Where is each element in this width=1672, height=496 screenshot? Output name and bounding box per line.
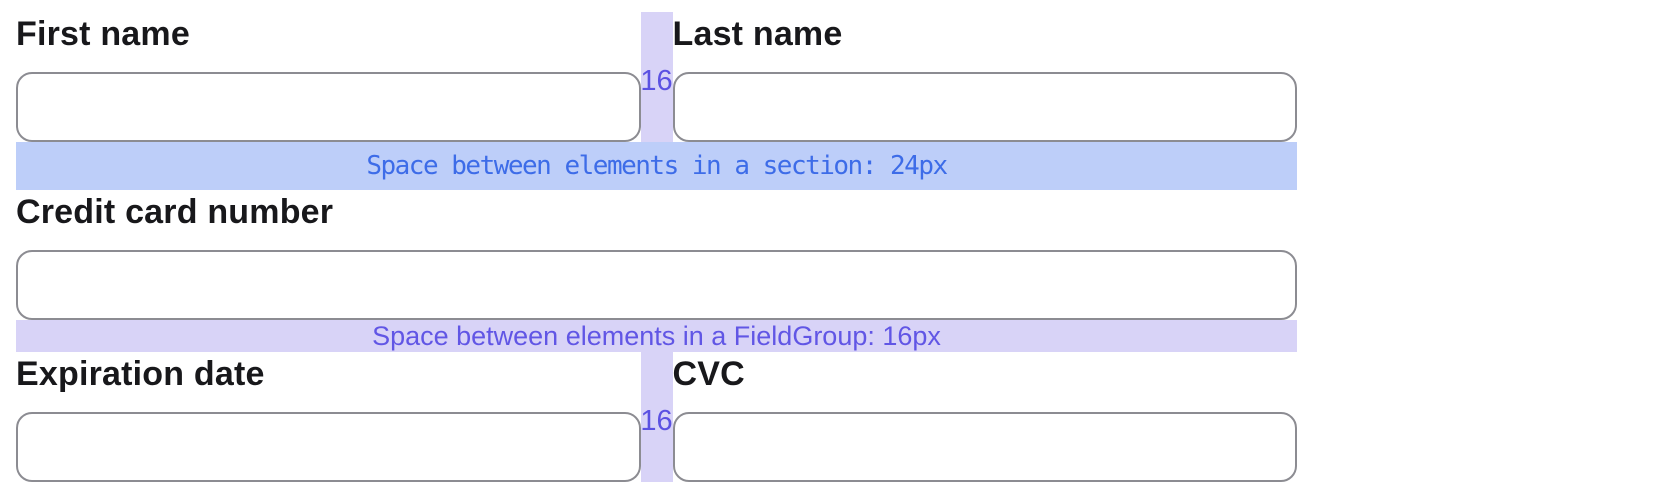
fieldgroup-spacing-band: Space between elements in a FieldGroup: … [16,320,1297,352]
annotated-form-diagram: First name 16 Last name Space between el… [16,12,1297,482]
card-number-label: Credit card number [16,193,334,231]
column-gap-value: 16 [640,65,673,97]
card-number-field: Credit card number [16,190,1297,320]
card-number-input[interactable] [16,250,1297,320]
expiration-date-input[interactable] [16,412,641,482]
first-name-label: First name [16,15,190,53]
fieldgroup-spacing-label: Space between elements in a FieldGroup: … [372,320,941,351]
column-gap-highlight: 16 [640,12,673,142]
cvc-field: CVC [672,352,1297,482]
column-gap-value: 16 [640,405,673,437]
column-gap-highlight: 16 [640,352,673,482]
expiration-date-label: Expiration date [16,355,265,393]
cvc-label: CVC [672,355,745,393]
first-name-input[interactable] [16,72,641,142]
last-name-input[interactable] [672,72,1297,142]
name-field-group: First name 16 Last name [16,12,1297,142]
cvc-input[interactable] [672,412,1297,482]
expiry-cvc-field-group: Expiration date 16 CVC [16,352,1297,482]
section-spacing-band: Space between elements in a section: 24p… [16,142,1297,190]
payment-form: First name 16 Last name Space between el… [16,12,1297,482]
last-name-label: Last name [672,15,843,53]
section-spacing-label: Space between elements in a section: 24p… [366,151,948,181]
last-name-field: Last name [672,12,1297,142]
expiration-date-field: Expiration date [16,352,641,482]
first-name-field: First name [16,12,641,142]
